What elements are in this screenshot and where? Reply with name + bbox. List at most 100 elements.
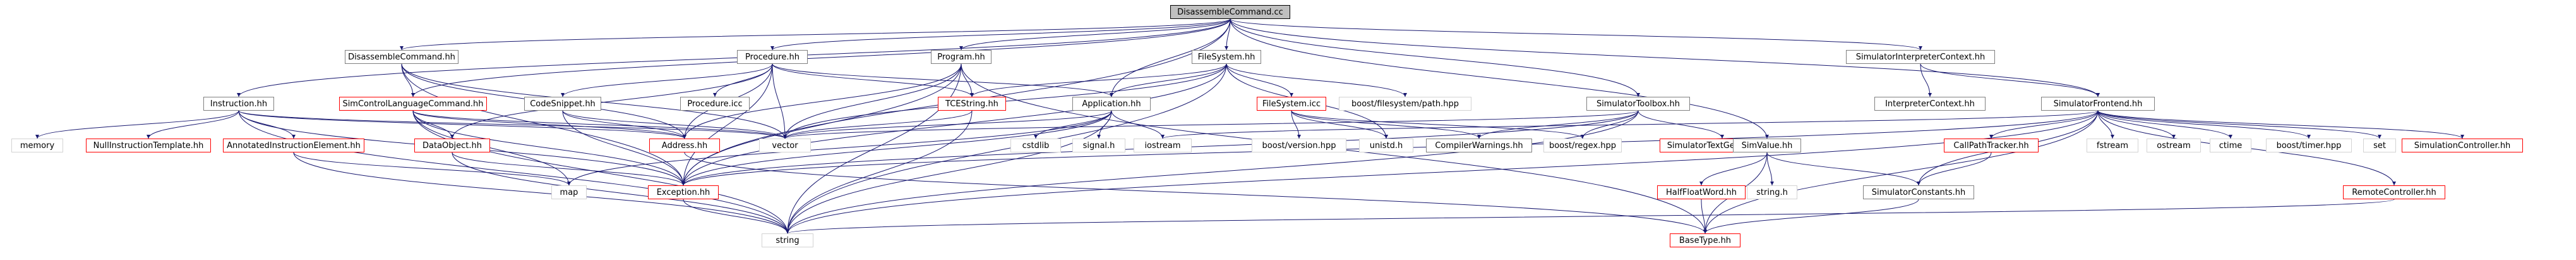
node-program[interactable]: Program.hh — [931, 50, 991, 64]
node-stringh[interactable]: string.h — [1747, 185, 1797, 199]
edge-simtoolbox-to-string — [786, 110, 1639, 234]
node-ctime[interactable]: ctime — [2210, 139, 2251, 152]
node-label: boost/filesystem/path.hpp — [1351, 99, 1459, 109]
node-label: iostream — [1144, 140, 1181, 151]
node-map[interactable]: map — [551, 185, 587, 199]
node-label: vector — [772, 140, 798, 151]
edge-simconst-to-basetype — [1703, 199, 1919, 234]
edge-callpath-to-simconst — [1917, 152, 1992, 186]
edge-procedure-to-application — [772, 63, 1113, 97]
edge-simvalue-to-simconst — [1766, 152, 1920, 186]
node-application[interactable]: Application.hh — [1072, 97, 1151, 111]
node-vector[interactable]: vector — [759, 139, 811, 152]
edge-instruction-to-string — [238, 110, 789, 234]
edge-simfrontend-to-string — [786, 110, 2099, 234]
node-simctrl[interactable]: SimControlLanguageCommand.hh — [339, 97, 487, 111]
edge-codesnippet-to-vector — [562, 110, 787, 139]
node-interpctx[interactable]: InterpreterContext.hh — [1874, 97, 1986, 111]
node-siminterp[interactable]: SimulatorInterpreterContext.hh — [1846, 50, 1995, 64]
edge-simvalue-to-halffloat — [1699, 152, 1768, 186]
edge-codesnippet-to-exception — [562, 110, 685, 186]
node-memory[interactable]: memory — [11, 139, 63, 152]
edge-root-to-procedure — [770, 18, 1231, 51]
node-boostregex[interactable]: boost/regex.hpp — [1543, 139, 1622, 152]
node-tcestring[interactable]: TCEString.hh — [938, 97, 1006, 111]
node-label: Program.hh — [937, 52, 985, 62]
node-compilerwarn[interactable]: CompilerWarnings.hh — [1426, 139, 1532, 152]
node-label: signal.h — [1082, 140, 1115, 151]
edge-dataobject-to-exception — [452, 152, 685, 186]
node-fstream[interactable]: fstream — [2087, 139, 2138, 152]
edge-procedure-to-codesnippet — [561, 63, 773, 97]
node-discmd[interactable]: DisassembleCommand.hh — [345, 50, 458, 64]
node-instruction[interactable]: Instruction.hh — [203, 97, 274, 111]
node-label: fstream — [2096, 140, 2129, 151]
node-label: FileSystem.hh — [1197, 52, 1255, 62]
edge-root-to-simctrl — [411, 18, 1231, 97]
node-boostfspath[interactable]: boost/filesystem/path.hpp — [1339, 97, 1471, 111]
node-simcontroller[interactable]: SimulationController.hh — [2402, 139, 2523, 152]
edge-codesnippet-to-address — [562, 110, 686, 139]
node-procedure[interactable]: Procedure.hh — [737, 50, 808, 64]
edge-fsicc-to-unistd — [1291, 110, 1388, 139]
node-label: set — [2373, 140, 2386, 151]
node-basetype[interactable]: BaseType.hh — [1670, 233, 1740, 247]
edge-annotated-to-map — [293, 152, 571, 186]
node-label: HalfFloatWord.hh — [1665, 187, 1737, 197]
node-callpath[interactable]: CallPathTracker.hh — [1944, 139, 2039, 152]
node-procicc[interactable]: Procedure.icc — [680, 97, 750, 111]
node-filesystem[interactable]: FileSystem.hh — [1192, 50, 1261, 64]
node-simvalue[interactable]: SimValue.hh — [1733, 139, 1801, 152]
node-dataobject[interactable]: DataObject.hh — [414, 139, 490, 152]
edge-program-to-exception — [681, 63, 962, 186]
edge-root-to-discmd — [400, 18, 1231, 51]
edge-simtoolbox-to-vector — [783, 110, 1639, 139]
edge-application-to-exception — [681, 110, 1112, 186]
edge-root-to-simvalue — [1230, 18, 1769, 139]
node-cstdlib[interactable]: cstdlib — [1010, 139, 1061, 152]
node-codesnippet[interactable]: CodeSnippet.hh — [524, 97, 601, 111]
node-label: Procedure.icc — [687, 99, 743, 109]
edge-procedure-to-tcestring — [772, 63, 974, 97]
node-nullinstr[interactable]: NullInstructionTemplate.hh — [86, 139, 211, 152]
edge-address-to-basetype — [684, 152, 1707, 234]
edge-simfrontend-to-simcontroller — [2097, 110, 2464, 139]
node-label: BaseType.hh — [1679, 235, 1732, 245]
node-signalh[interactable]: signal.h — [1072, 139, 1125, 152]
node-label: InterpreterContext.hh — [1885, 99, 1975, 109]
node-fsicc[interactable]: FileSystem.icc — [1257, 97, 1326, 111]
node-annotated[interactable]: AnnotatedInstructionElement.hh — [223, 139, 364, 152]
node-string[interactable]: string — [762, 233, 813, 247]
node-set[interactable]: set — [2363, 139, 2396, 152]
edge-program-to-vector — [783, 63, 962, 139]
edge-simvalue-to-stringh — [1766, 152, 1774, 186]
node-label: AnnotatedInstructionElement.hh — [227, 140, 361, 151]
edge-application-to-cstdlib — [1034, 110, 1112, 139]
node-exception[interactable]: Exception.hh — [648, 185, 719, 199]
node-label: CallPathTracker.hh — [1953, 140, 2029, 151]
node-remotectrl[interactable]: RemoteController.hh — [2343, 185, 2445, 199]
node-simtoolbox[interactable]: SimulatorToolbox.hh — [1586, 97, 1690, 111]
node-boosttimer[interactable]: boost/timer.hpp — [2266, 139, 2352, 152]
edge-instruction-to-memory — [35, 110, 239, 139]
node-address[interactable]: Address.hh — [649, 139, 720, 152]
edge-fsicc-to-boostversion — [1291, 110, 1301, 139]
node-boostversion[interactable]: boost/version.hpp — [1252, 139, 1346, 152]
node-label: DisassembleCommand.hh — [348, 52, 455, 62]
edge-filesystem-to-string — [786, 63, 1227, 234]
edge-simfrontend-to-basetype — [1703, 110, 2099, 234]
edge-application-to-iostream — [1111, 110, 1165, 139]
edge-simfrontend-to-boosttimer — [2097, 110, 2311, 139]
node-unistd[interactable]: unistd.h — [1359, 139, 1413, 152]
edge-fsicc-to-compilerwarn — [1291, 110, 1481, 139]
node-halffloat[interactable]: HalfFloatWord.hh — [1657, 185, 1746, 199]
edge-simfrontend-to-fstream — [2097, 110, 2114, 139]
edge-simtoolbox-to-compilerwarn — [1477, 110, 1639, 139]
node-ostream[interactable]: ostream — [2147, 139, 2201, 152]
node-simfrontend[interactable]: SimulatorFrontend.hh — [2041, 97, 2155, 111]
node-simconst[interactable]: SimulatorConstants.hh — [1863, 185, 1974, 199]
node-iostream[interactable]: iostream — [1134, 139, 1192, 152]
node-label: boost/timer.hpp — [2276, 140, 2342, 151]
edge-siminterp-to-interpctx — [1920, 63, 1932, 97]
edge-filesystem-to-tcestring — [970, 63, 1227, 97]
